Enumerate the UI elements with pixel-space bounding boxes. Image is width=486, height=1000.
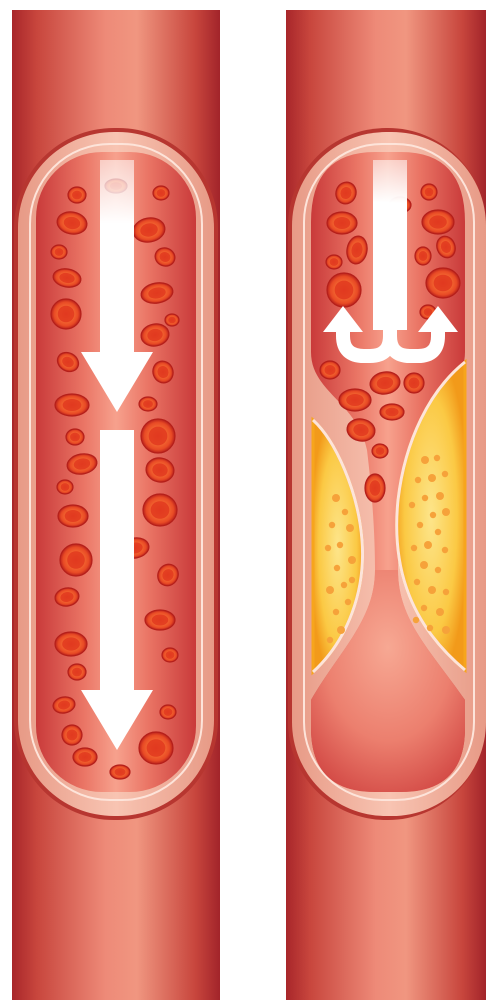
red-blood-cell — [320, 361, 340, 379]
red-blood-cell — [165, 314, 179, 326]
fat-particle — [436, 492, 444, 500]
red-blood-cell — [326, 255, 342, 269]
red-blood-cell — [145, 610, 175, 630]
fat-particle — [436, 608, 444, 616]
fat-particle — [345, 599, 351, 605]
red-blood-cell — [365, 474, 385, 502]
fat-particle — [327, 637, 333, 643]
fat-particle — [342, 509, 348, 515]
fat-particle — [333, 609, 339, 615]
red-blood-cell — [372, 444, 388, 458]
red-blood-cell — [51, 299, 81, 329]
fat-particle — [337, 542, 343, 548]
fat-particle — [411, 545, 417, 551]
fat-particle — [435, 567, 441, 573]
red-blood-cell — [380, 404, 404, 420]
fat-particle — [443, 589, 449, 595]
red-blood-cell — [51, 245, 67, 259]
fat-particle — [435, 529, 441, 535]
red-blood-cell — [327, 212, 357, 234]
red-blood-cell — [143, 494, 177, 526]
red-blood-cell — [141, 419, 175, 453]
red-blood-cell — [68, 664, 86, 680]
fat-particle — [326, 586, 334, 594]
red-blood-cell — [66, 429, 84, 445]
fat-particle — [413, 617, 419, 623]
red-blood-cell — [415, 247, 431, 265]
fat-particle — [424, 541, 432, 549]
fat-particle — [334, 565, 340, 571]
red-blood-cell — [422, 210, 454, 234]
fat-particle — [329, 522, 335, 528]
red-blood-cell — [426, 268, 460, 298]
red-blood-cell — [339, 389, 371, 411]
red-blood-cell — [110, 765, 130, 779]
fat-particle — [325, 545, 331, 551]
red-blood-cell — [60, 544, 92, 576]
red-blood-cell — [57, 480, 73, 494]
fat-particle — [428, 586, 436, 594]
red-blood-cell — [153, 186, 169, 200]
fat-particle — [421, 605, 427, 611]
red-blood-cell — [139, 397, 157, 411]
fat-particle — [422, 495, 428, 501]
red-blood-cell — [327, 273, 361, 307]
fat-particle — [421, 456, 429, 464]
fat-particle — [442, 471, 448, 477]
red-blood-cell — [160, 705, 176, 719]
narrowed-artery-panel — [286, 10, 486, 1000]
red-blood-cell — [139, 732, 173, 764]
fat-particle — [409, 502, 415, 508]
red-blood-cell — [162, 648, 178, 662]
red-blood-cell — [58, 505, 88, 527]
fat-particle — [414, 579, 420, 585]
fat-particle — [341, 582, 347, 588]
fat-particle — [337, 626, 345, 634]
fat-particle — [332, 494, 340, 502]
fat-particle — [442, 508, 450, 516]
fat-particle — [420, 561, 428, 569]
fat-particle — [442, 626, 450, 634]
healthy-artery-panel — [12, 10, 220, 1000]
red-blood-cell — [55, 632, 87, 656]
fat-particle — [348, 556, 356, 564]
red-blood-cell — [68, 187, 86, 203]
fat-particle — [442, 547, 448, 553]
fat-particle — [434, 455, 440, 461]
fat-particle — [349, 577, 355, 583]
fat-particle — [427, 625, 433, 631]
fat-particle — [346, 524, 354, 532]
red-blood-cell — [421, 184, 437, 200]
red-blood-cell — [73, 748, 97, 766]
fat-particle — [415, 477, 421, 483]
fat-particle — [428, 474, 436, 482]
fat-particle — [417, 522, 423, 528]
red-blood-cell — [55, 394, 89, 416]
fat-particle — [430, 512, 436, 518]
red-blood-cell — [404, 373, 424, 393]
